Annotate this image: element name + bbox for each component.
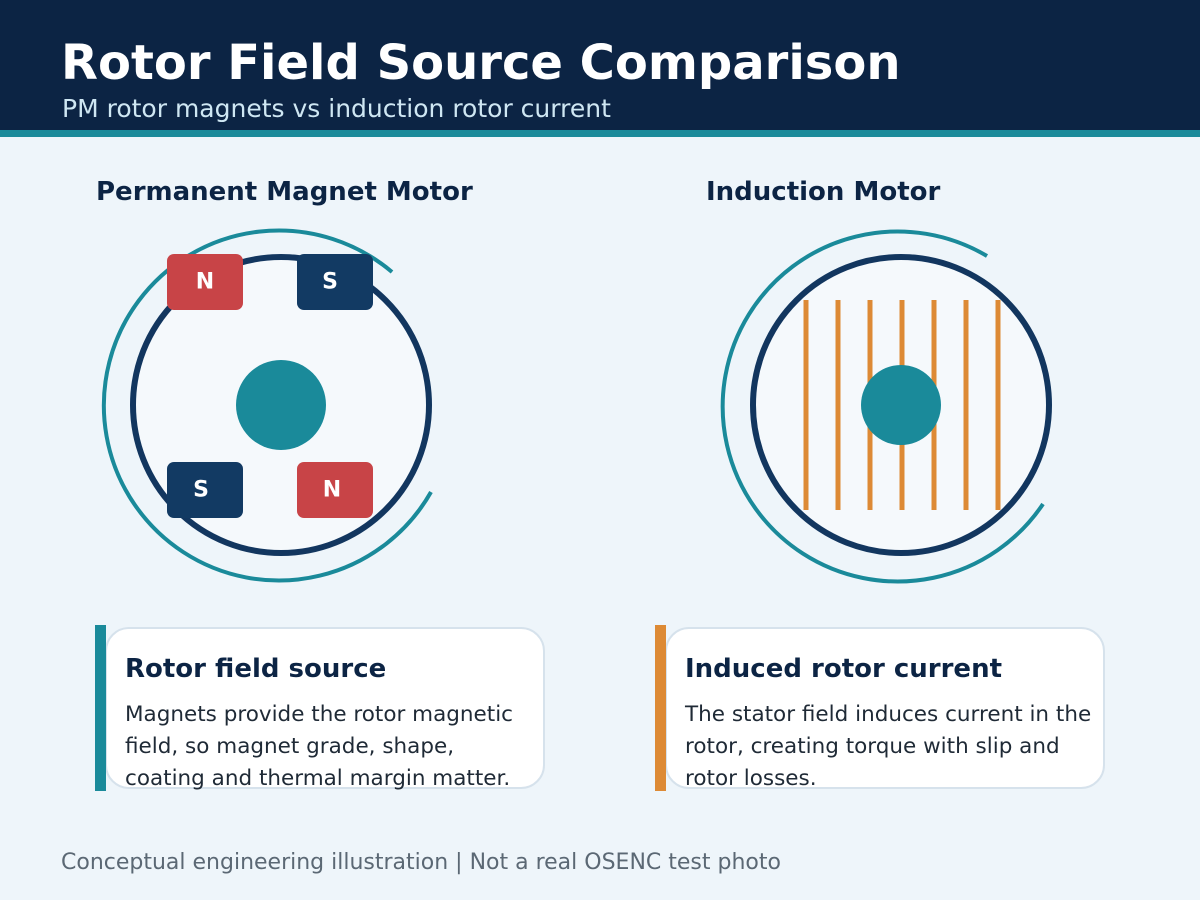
svg-text:N: N	[323, 478, 341, 503]
induction-card-text: The stator field induces current in the …	[685, 702, 1092, 791]
induction-card-accent	[655, 625, 666, 791]
magnet-s-top-right: S	[297, 254, 373, 310]
pm-card-text: Magnets provide the rotor magnetic field…	[125, 702, 514, 791]
page-title: Rotor Field Source Comparison	[61, 35, 901, 91]
induction-info-card	[665, 627, 1105, 789]
svg-text:S: S	[193, 478, 209, 503]
footer-note: Conceptual engineering illustration | No…	[61, 850, 781, 875]
magnet-n-top-left: N	[167, 254, 243, 310]
pm-rotation-arc	[101, 228, 433, 583]
induction-motor-diagram	[720, 229, 1052, 584]
page-subtitle: PM rotor magnets vs induction rotor curr…	[62, 94, 611, 123]
header-banner	[0, 0, 1200, 130]
induction-motor-title: Induction Motor	[706, 177, 941, 207]
svg-text:S: S	[322, 270, 338, 295]
pm-motor-diagram: N S S N	[101, 228, 433, 583]
magnet-n-bottom-right: N	[297, 462, 373, 518]
im-rotation-arc	[720, 229, 1045, 584]
pm-motor-title: Permanent Magnet Motor	[96, 177, 473, 207]
pm-shaft	[236, 360, 326, 450]
im-shaft	[861, 365, 941, 445]
svg-text:N: N	[196, 270, 214, 295]
pm-info-card	[105, 627, 545, 789]
induction-card-heading: Induced rotor current	[685, 654, 1003, 684]
header-accent-bar	[0, 130, 1200, 137]
pm-card-heading: Rotor field source	[125, 654, 387, 684]
pm-card-accent	[95, 625, 106, 791]
magnet-s-bottom-left: S	[167, 462, 243, 518]
